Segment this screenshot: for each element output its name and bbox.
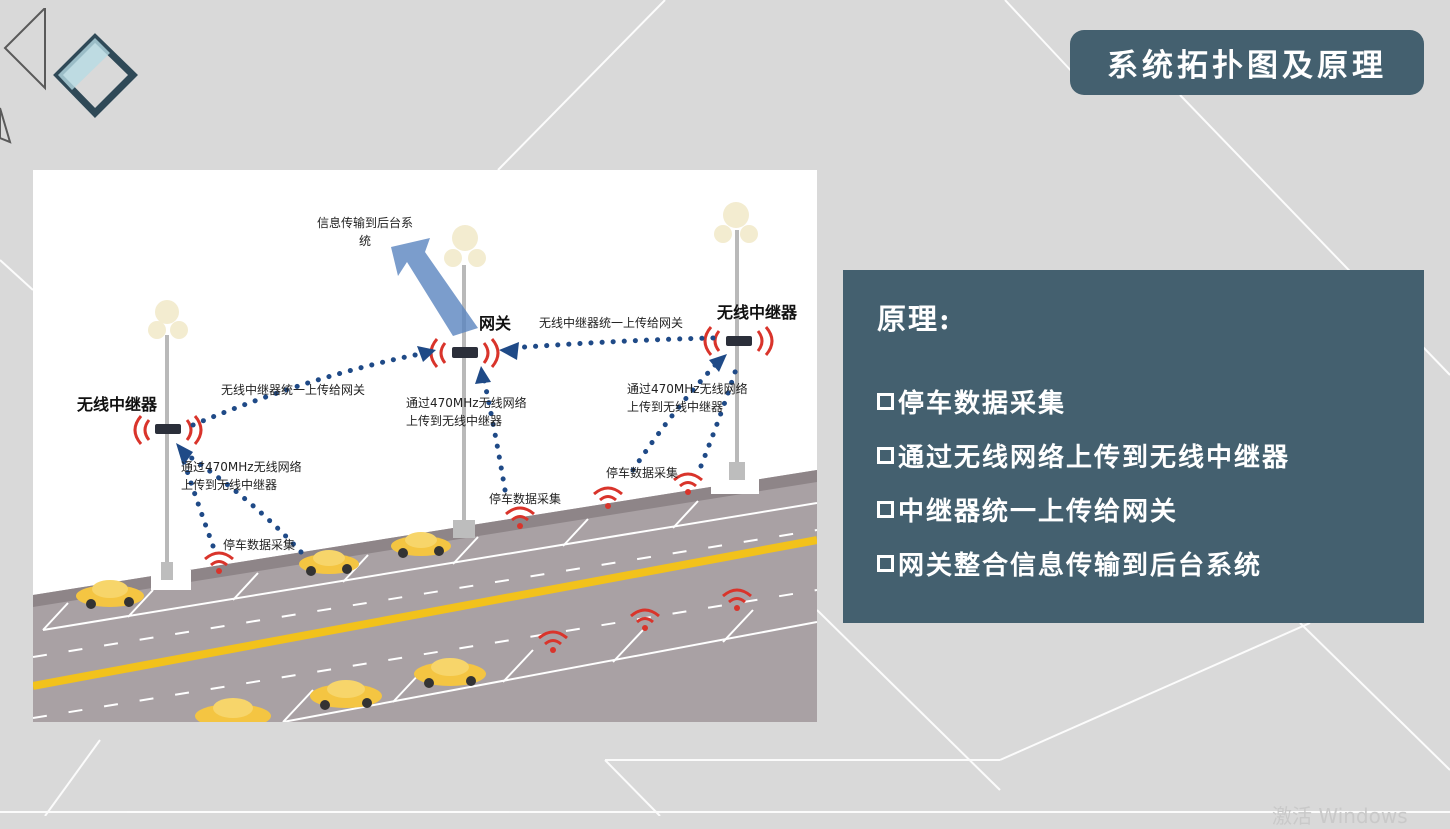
label-uplink-left: 无线中继器统一上传给网关 xyxy=(221,383,366,397)
principle-item: 网关整合信息传输到后台系统 xyxy=(877,536,1290,590)
label-collect-center: 停车数据采集 xyxy=(489,492,562,506)
lamp-poles xyxy=(148,202,759,590)
label-collect-left: 停车数据采集 xyxy=(223,538,296,552)
label-network-center: 通过470MHz无线网络上传到无线中继器 xyxy=(406,396,527,428)
label-repeater-right: 无线中继器 xyxy=(717,303,798,322)
label-uplink-right: 无线中继器统一上传给网关 xyxy=(539,316,684,330)
principle-item-text: 中继器统一上传给网关 xyxy=(898,496,1179,527)
slide-title: 系统拓扑图及原理 xyxy=(1107,48,1387,84)
principle-item-text: 网关整合信息传输到后台系统 xyxy=(898,550,1263,581)
car-icons xyxy=(76,532,486,722)
principle-item-text: 通过无线网络上传到无线中继器 xyxy=(898,442,1291,473)
checkbox-icon xyxy=(877,392,894,410)
link-arrows xyxy=(176,342,727,466)
topology-illustration xyxy=(33,202,817,722)
label-collect-right: 停车数据采集 xyxy=(606,466,679,480)
label-backend: 信息传输到后台系统 xyxy=(317,216,414,248)
center-line xyxy=(33,536,817,690)
device-boxes xyxy=(155,336,752,434)
activation-watermark: 激活 Windows xyxy=(1272,804,1408,828)
principle-item: 停车数据采集 xyxy=(877,374,1290,428)
checkbox-icon xyxy=(877,554,894,572)
principle-item: 中继器统一上传给网关 xyxy=(877,482,1290,536)
slide-title-box: 系统拓扑图及原理 xyxy=(1070,30,1424,95)
parking-bays-bottom xyxy=(282,609,817,722)
label-gateway: 网关 xyxy=(479,314,512,333)
label-network-left: 通过470MHz无线网络上传到无线中继器 xyxy=(181,460,302,492)
label-network-right: 通过470MHz无线网络上传到无线中继器 xyxy=(627,382,748,414)
principle-heading: 原理: xyxy=(877,302,952,336)
lane-dashes xyxy=(33,529,817,719)
checkbox-icon xyxy=(877,500,894,518)
ground-sensors xyxy=(204,472,752,653)
parking-bays-top xyxy=(42,500,817,631)
principle-item: 通过无线网络上传到无线中继器 xyxy=(877,428,1290,482)
principle-item-text: 停车数据采集 xyxy=(898,388,1067,419)
checkbox-icon xyxy=(877,446,894,464)
topology-diagram: 信息传输到后台系统 网关 无线中继器 无线中继器 无线中继器统一上传给网关 无线… xyxy=(33,170,817,722)
upload-arrow xyxy=(391,238,478,336)
label-repeater-left: 无线中继器 xyxy=(77,395,158,414)
principle-list: 停车数据采集 通过无线网络上传到无线中继器 中继器统一上传给网关 网关整合信息传… xyxy=(877,374,1290,590)
logo-diamond xyxy=(0,8,138,144)
principle-panel: 原理: 停车数据采集 通过无线网络上传到无线中继器 中继器统一上传给网关 网关整… xyxy=(843,270,1424,623)
